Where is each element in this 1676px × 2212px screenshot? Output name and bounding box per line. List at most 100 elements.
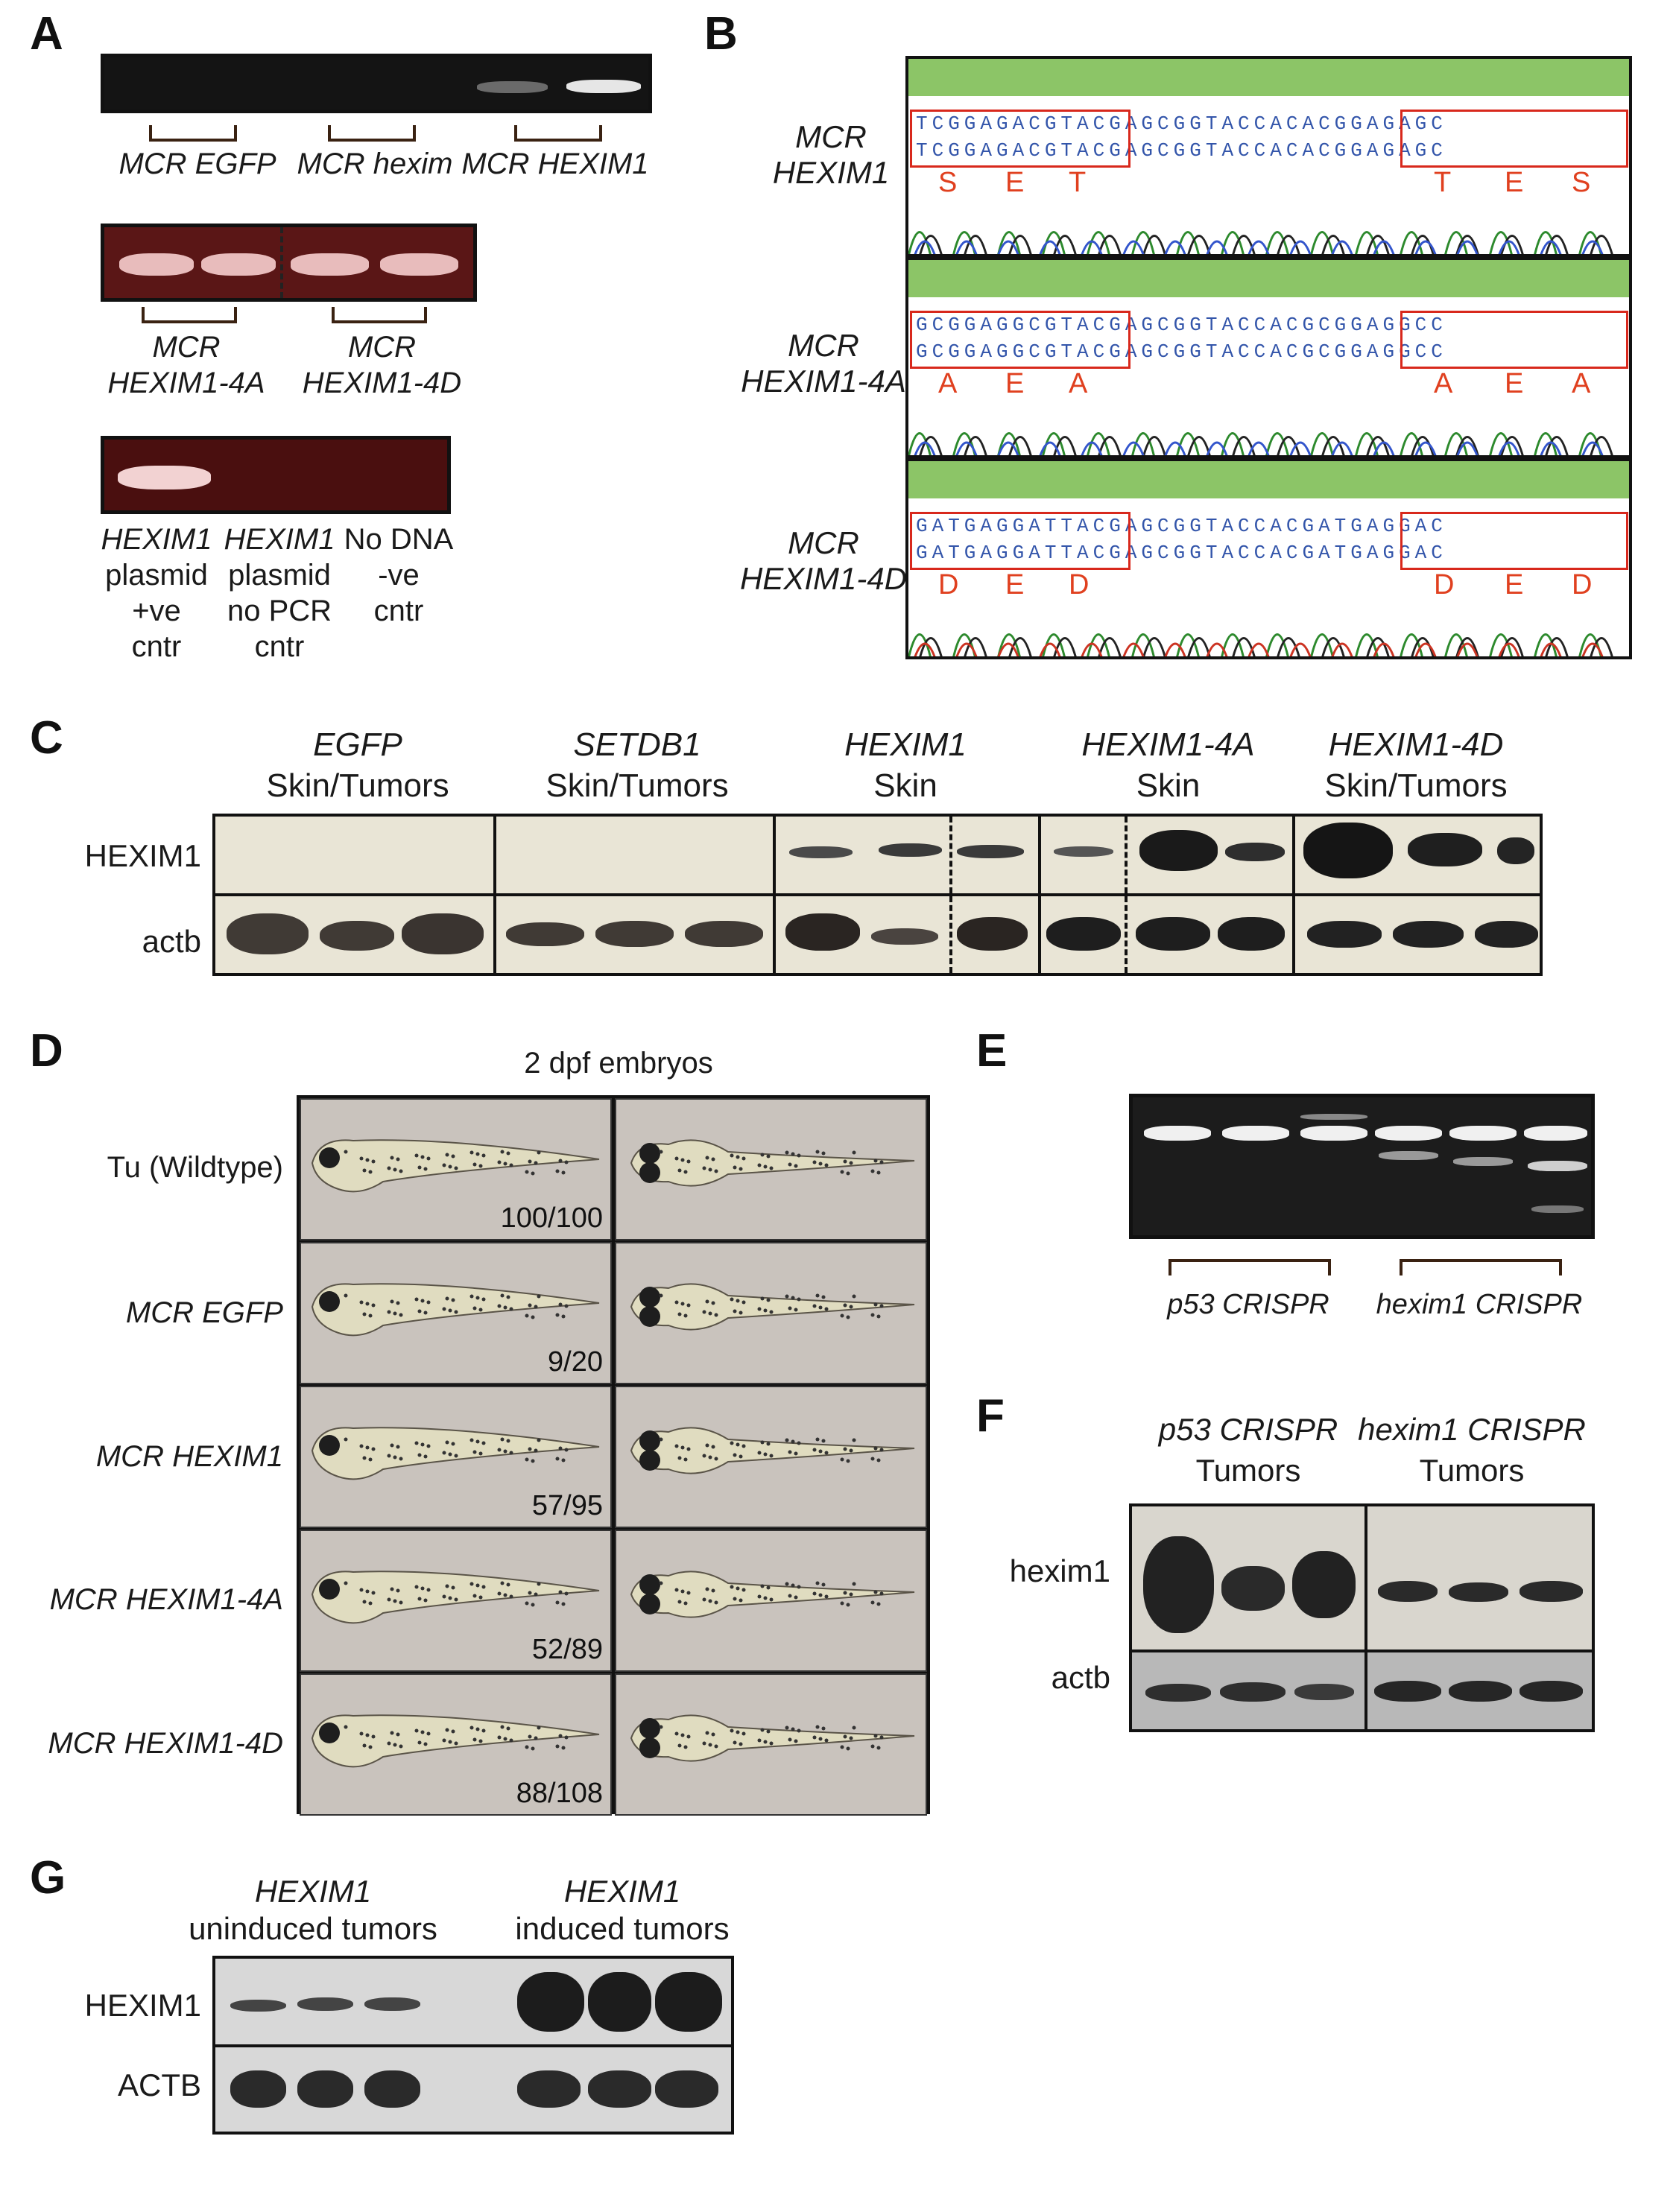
pigment-spot bbox=[445, 1296, 449, 1301]
blot-band bbox=[1497, 837, 1534, 864]
pigment-spot bbox=[821, 1439, 826, 1443]
chromatogram-panel: GCGGAGGCGTACGAGCGGTACCACGCGGAGGCC GCGGAG… bbox=[905, 257, 1632, 458]
blot-band bbox=[297, 2070, 353, 2108]
blot-band bbox=[517, 1972, 584, 2032]
panel-label-d: D bbox=[30, 1025, 63, 1077]
gel-a1-label: MCR HEXIM1 bbox=[461, 148, 649, 180]
gel-band bbox=[1524, 1126, 1587, 1141]
pigment-spot bbox=[797, 1585, 801, 1589]
pigment-spot bbox=[815, 1437, 820, 1442]
gel-a3-label: HEXIM1 plasmid +ve cntr bbox=[89, 522, 224, 665]
pigment-spot bbox=[469, 1582, 474, 1586]
pigment-spot bbox=[478, 1595, 483, 1600]
pigment-spot bbox=[528, 1734, 532, 1739]
pigment-spot bbox=[451, 1585, 455, 1590]
pigment-spot bbox=[791, 1727, 795, 1731]
blot-group-sub: Skin/Tumors bbox=[1324, 767, 1508, 804]
divider bbox=[1132, 1650, 1592, 1652]
pigment-spot bbox=[448, 1740, 452, 1744]
pigment-spot bbox=[509, 1307, 513, 1311]
pigment-spot bbox=[760, 1296, 765, 1301]
label-line: plasmid bbox=[228, 559, 331, 592]
pigment-spot bbox=[558, 1590, 563, 1594]
pigment-spot bbox=[478, 1739, 483, 1743]
blot-band bbox=[1145, 1684, 1211, 1702]
pigment-spot bbox=[503, 1449, 507, 1454]
pigment-spot bbox=[683, 1457, 688, 1462]
pigment-spot bbox=[821, 1726, 826, 1731]
pigment-spot bbox=[426, 1731, 431, 1736]
blot-row-label: HEXIM1 bbox=[84, 838, 201, 873]
pigment-spot bbox=[824, 1738, 829, 1743]
embryo-dorsal-image bbox=[615, 1673, 927, 1816]
pigment-spot bbox=[359, 1444, 364, 1448]
embryo-row-label: Tu (Wildtype) bbox=[107, 1151, 283, 1184]
pigment-spot bbox=[500, 1725, 505, 1729]
pigment-spot bbox=[846, 1603, 850, 1607]
pigment-spot bbox=[454, 1310, 458, 1314]
gel-band bbox=[1449, 1126, 1517, 1141]
pigment-spot bbox=[705, 1156, 709, 1160]
pigment-spot bbox=[537, 1150, 541, 1155]
pigment-spot bbox=[365, 1302, 370, 1306]
gel-band bbox=[1528, 1161, 1587, 1171]
pigment-spot bbox=[711, 1445, 715, 1449]
pigment-spot bbox=[846, 1315, 850, 1319]
pigment-spot bbox=[879, 1304, 884, 1308]
pigment-spot bbox=[760, 1728, 765, 1732]
gel-band bbox=[119, 253, 194, 276]
pigment-spot bbox=[531, 1171, 535, 1176]
pigment-spot bbox=[387, 1597, 391, 1602]
pigment-spot bbox=[674, 1444, 679, 1448]
pigment-spot bbox=[674, 1156, 679, 1161]
pigment-spot bbox=[760, 1440, 765, 1445]
pigment-spot bbox=[769, 1166, 774, 1170]
pigment-spot bbox=[876, 1602, 881, 1606]
pigment-spot bbox=[396, 1301, 400, 1305]
blot-band bbox=[1292, 1551, 1356, 1618]
pigment-spot bbox=[852, 1725, 856, 1730]
blot-group-name: SETDB1 bbox=[573, 726, 701, 763]
pigment-spot bbox=[399, 1457, 403, 1461]
gel-a3 bbox=[101, 436, 451, 514]
gel-e-label: hexim1 CRISPR bbox=[1376, 1289, 1583, 1320]
gel-band bbox=[118, 466, 211, 489]
pigment-spot bbox=[475, 1727, 480, 1731]
pigment-spot bbox=[818, 1449, 823, 1454]
pigment-spot bbox=[399, 1600, 403, 1605]
pigment-spot bbox=[442, 1594, 446, 1599]
pigment-spot bbox=[876, 1746, 881, 1750]
embryo-eye bbox=[319, 1435, 340, 1456]
embryo-count: 57/95 bbox=[531, 1490, 603, 1521]
label-line: MCR bbox=[152, 331, 221, 364]
label-line: MCR bbox=[795, 119, 867, 154]
pigment-spot bbox=[736, 1299, 740, 1303]
pigment-spot bbox=[359, 1156, 364, 1161]
pigment-spot bbox=[840, 1313, 844, 1318]
pigment-spot bbox=[414, 1297, 419, 1302]
codon-box bbox=[1400, 311, 1628, 369]
pigment-spot bbox=[852, 1582, 856, 1586]
pigment-spot bbox=[525, 1313, 529, 1318]
blot-band bbox=[1225, 843, 1285, 861]
pigment-spot bbox=[500, 1150, 505, 1154]
pigment-spot bbox=[472, 1450, 477, 1454]
blot-group-name: HEXIM1-4D bbox=[1328, 726, 1504, 763]
pigment-spot bbox=[791, 1583, 795, 1588]
pigment-spot bbox=[708, 1167, 712, 1172]
pigment-spot bbox=[714, 1313, 718, 1317]
blot-band bbox=[1475, 921, 1538, 948]
blot-row-label: ACTB bbox=[117, 2067, 201, 2102]
blot-band bbox=[1218, 917, 1285, 951]
blot-band bbox=[1220, 1682, 1286, 1702]
pigment-spot bbox=[393, 1743, 397, 1747]
pigment-spot bbox=[368, 1745, 373, 1749]
pigment-spot bbox=[730, 1297, 734, 1302]
pigment-spot bbox=[659, 1581, 663, 1585]
blot-band bbox=[230, 2000, 286, 2012]
pigment-spot bbox=[503, 1162, 507, 1166]
embryo-body bbox=[311, 1571, 600, 1624]
pigment-spot bbox=[741, 1444, 746, 1448]
pigment-spot bbox=[680, 1158, 685, 1162]
